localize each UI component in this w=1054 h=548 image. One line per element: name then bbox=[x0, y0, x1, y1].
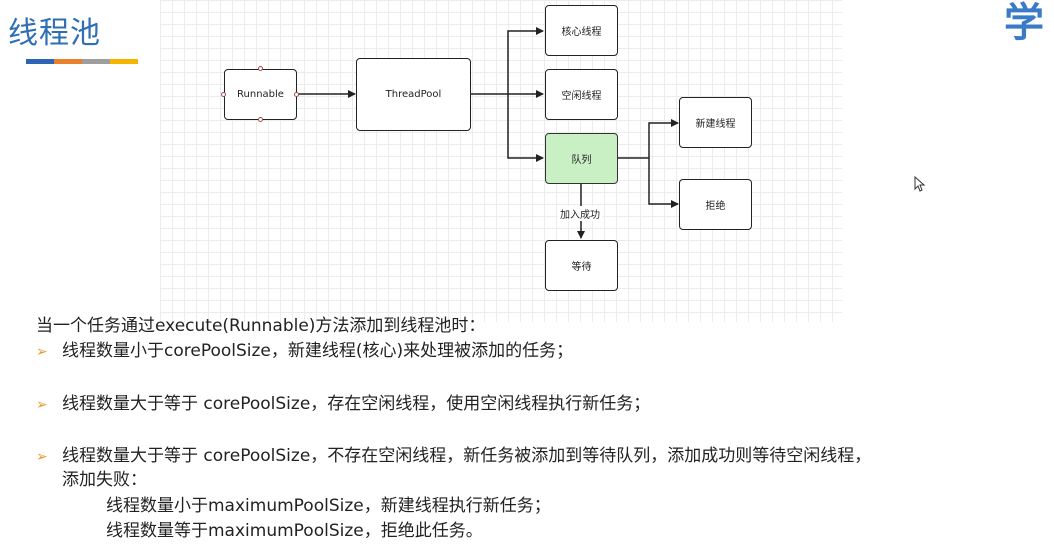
title-bar-orange bbox=[54, 59, 82, 64]
title-bar-blue bbox=[26, 59, 54, 64]
title-underline-bar bbox=[26, 59, 138, 64]
bullet-2-text: 线程数量大于等于 corePoolSize，存在空闲线程，使用空闲线程执行新任务… bbox=[62, 394, 651, 414]
intro-text: 当一个任务通过execute(Runnable)方法添加到线程池时： bbox=[36, 316, 486, 336]
port-top bbox=[258, 66, 263, 71]
node-reject: 拒绝 bbox=[679, 179, 752, 230]
bullet-arrow-icon: ➢ bbox=[36, 344, 48, 360]
node-new-thread: 新建线程 bbox=[679, 97, 752, 148]
bullet-3-continuation: 添加失败： bbox=[62, 470, 147, 490]
edge-threadpool-core bbox=[470, 27, 544, 95]
slide-title: 线程池 bbox=[8, 16, 101, 51]
port-left bbox=[221, 92, 226, 97]
node-runnable: Runnable bbox=[224, 69, 297, 120]
brand-logo: 学 bbox=[1004, 0, 1044, 46]
port-right bbox=[294, 92, 299, 97]
title-bar-yellow bbox=[110, 59, 138, 64]
node-threadpool: ThreadPool bbox=[356, 58, 471, 131]
edge-threadpool-queue bbox=[507, 94, 544, 162]
edge-queue-reject bbox=[648, 158, 679, 208]
node-wait: 等待 bbox=[545, 240, 618, 291]
port-bottom bbox=[258, 117, 263, 122]
node-idle-thread: 空闲线程 bbox=[545, 69, 618, 120]
sub-item-2: 线程数量等于maximumPoolSize，拒绝此任务。 bbox=[106, 521, 483, 541]
diagram-canvas bbox=[160, 0, 842, 322]
edge-label-add-success: 加入成功 bbox=[558, 206, 602, 221]
sub-item-1: 线程数量小于maximumPoolSize，新建线程执行新任务； bbox=[106, 496, 551, 516]
bullet-item-2: ➢ 线程数量大于等于 corePoolSize，存在空闲线程，使用空闲线程执行新任… bbox=[36, 392, 650, 417]
bullet-arrow-icon: ➢ bbox=[36, 449, 48, 465]
edge-queue-newthread bbox=[618, 119, 679, 159]
node-core-thread: 核心线程 bbox=[545, 5, 618, 56]
mouse-cursor-icon bbox=[914, 176, 926, 192]
bullet-arrow-icon: ➢ bbox=[36, 397, 48, 413]
node-queue: 队列 bbox=[545, 133, 618, 184]
bullet-item-3: ➢ 线程数量大于等于 corePoolSize，不存在空闲线程，新任务被添加到等待… bbox=[36, 444, 871, 469]
title-bar-gray bbox=[82, 59, 110, 64]
bullet-1-text: 线程数量小于corePoolSize，新建线程(核心)来处理被添加的任务； bbox=[62, 341, 574, 361]
bullet-3-text: 线程数量大于等于 corePoolSize，不存在空闲线程，新任务被添加到等待队… bbox=[62, 446, 872, 466]
bullet-item-1: ➢ 线程数量小于corePoolSize，新建线程(核心)来处理被添加的任务； bbox=[36, 339, 573, 364]
